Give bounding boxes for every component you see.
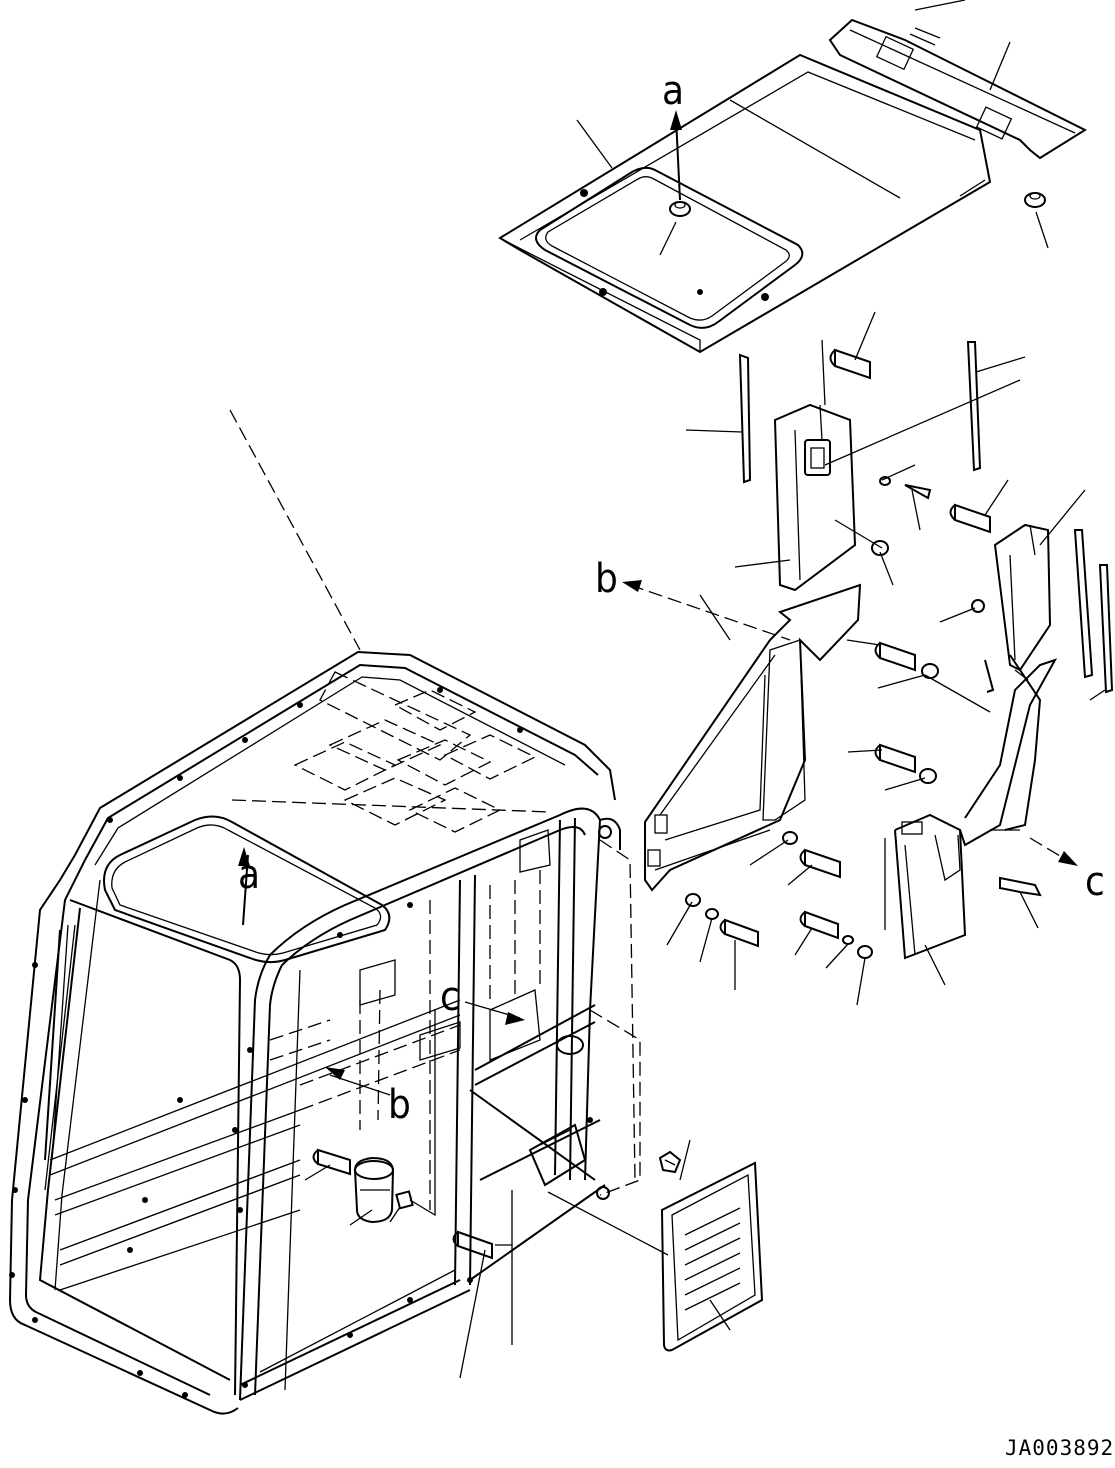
weather-strip-left [738,353,752,484]
cab-frame [8,409,641,1415]
view-arrow-a-lower [238,847,250,926]
roof-grommet-a [669,201,691,217]
pillar-cover-upper-left [773,403,857,592]
cup-holder [353,1156,395,1224]
view-label-b-lower: b [388,1082,411,1128]
bolt-cab-2 [452,1230,493,1260]
view-label-a-upper: a [662,68,684,114]
view-arrow-a-upper [670,110,682,201]
view-label-c-lower: c [1085,859,1105,905]
leader-lines-cab [304,1010,731,1379]
roof-rear-bracket [828,18,1088,160]
view-label-a-lower: a [238,852,260,898]
weather-strip-right [966,341,982,472]
bolt-upper-1 [829,348,871,380]
speaker-grille [660,1161,764,1352]
bolts-and-washers-lower [685,641,995,959]
roof-panel [498,53,992,354]
roof-pin-fastener [909,27,941,46]
pillar-cover-lower-left [644,583,862,892]
clip-small [395,1190,414,1210]
leader-lines-lower-pillars [666,594,1106,1006]
leader-lines-top [576,0,1049,256]
bolt-upper-2 [949,503,991,534]
view-arrow-c-lower [1029,837,1078,866]
roof-grommet-b [1024,192,1046,208]
clip-fasteners [871,476,985,613]
bracket-small [999,876,1042,897]
pillar-cover-upper-right [993,523,1052,672]
speaker-clip [658,1150,682,1174]
view-label-c-upper: c [440,974,460,1020]
view-label-b-upper: b [595,556,618,602]
leader-lines-upper-pillars [685,311,1086,623]
drawing-reference-number: JA003892 [1005,1436,1114,1460]
view-arrow-b-lower [325,1067,391,1096]
pillar-cover-lower-right [894,654,1058,960]
bolt-cab-1 [312,1148,351,1176]
view-arrow-c-upper [464,1001,525,1025]
view-arrow-b-upper [622,580,791,641]
weather-strip-right-2 [1073,529,1114,694]
